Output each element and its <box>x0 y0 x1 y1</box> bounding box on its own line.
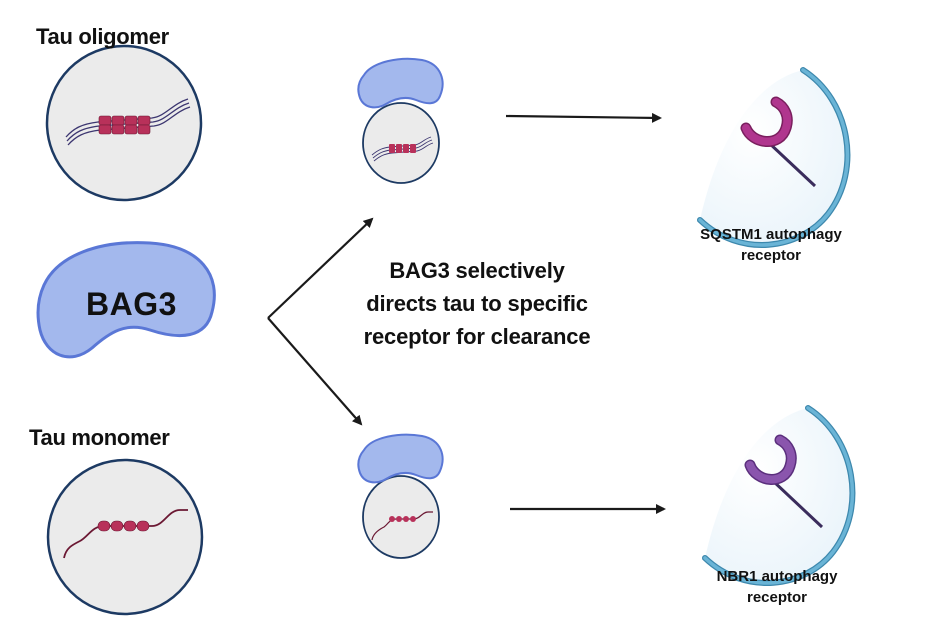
phagophore-membrane <box>698 68 850 247</box>
tau-monomer-cell <box>46 458 204 616</box>
branch-arrows <box>267 217 374 426</box>
nbr1-label: NBR1 autophagy receptor <box>672 566 882 608</box>
small-cell <box>362 102 440 184</box>
bag3-small-shape <box>357 433 444 484</box>
phagophore-interior <box>700 70 848 245</box>
sqstm1-label: SQSTM1 autophagy receptor <box>666 224 876 266</box>
tau-oligomer-small-icon <box>371 136 434 162</box>
bag3-protein <box>36 241 216 359</box>
tau-monomer-title: Tau monomer <box>29 425 170 450</box>
tau-monomer-small-icon <box>371 511 433 541</box>
nbr1-receptor <box>702 405 856 586</box>
arrow-up-icon <box>267 217 374 319</box>
center-caption-line: receptor for clearance <box>363 324 591 349</box>
bag3-oligomer-complex <box>357 57 444 184</box>
phagophore-membrane <box>703 406 855 585</box>
receptor-stalk <box>770 478 824 529</box>
nbr1-receptor-icon <box>746 436 796 484</box>
tau-monomer-icon <box>63 509 188 559</box>
sqstm1-receptor <box>697 67 851 248</box>
center-caption-line: directs tau to specific <box>366 291 588 316</box>
receptor-stalk <box>766 140 817 188</box>
arrow-down-icon <box>267 317 363 426</box>
bag3-label: BAG3 <box>86 286 177 322</box>
nbr1-label-line: NBR1 autophagy <box>716 568 838 585</box>
arrow-right-top-icon <box>505 112 662 123</box>
tau-oligomer-icon <box>65 98 191 146</box>
sqstm1-receptor-icon <box>742 98 792 146</box>
sqstm1-label-line: SQSTM1 autophagy <box>700 226 842 243</box>
phagophore-interior <box>705 408 853 583</box>
nbr1-label-line: receptor <box>746 589 808 606</box>
center-caption: BAG3 selectively directs tau to specific… <box>327 254 627 353</box>
center-caption-line: BAG3 selectively <box>389 258 565 283</box>
bag3-monomer-complex <box>357 433 444 559</box>
cell-membrane <box>46 458 204 616</box>
tau-oligomer-title: Tau oligomer <box>36 24 169 49</box>
sqstm1-label-line: receptor <box>740 247 802 264</box>
bag3-small-shape <box>357 57 444 109</box>
bag3-shape <box>36 241 216 359</box>
tau-oligomer-cell <box>45 44 203 202</box>
